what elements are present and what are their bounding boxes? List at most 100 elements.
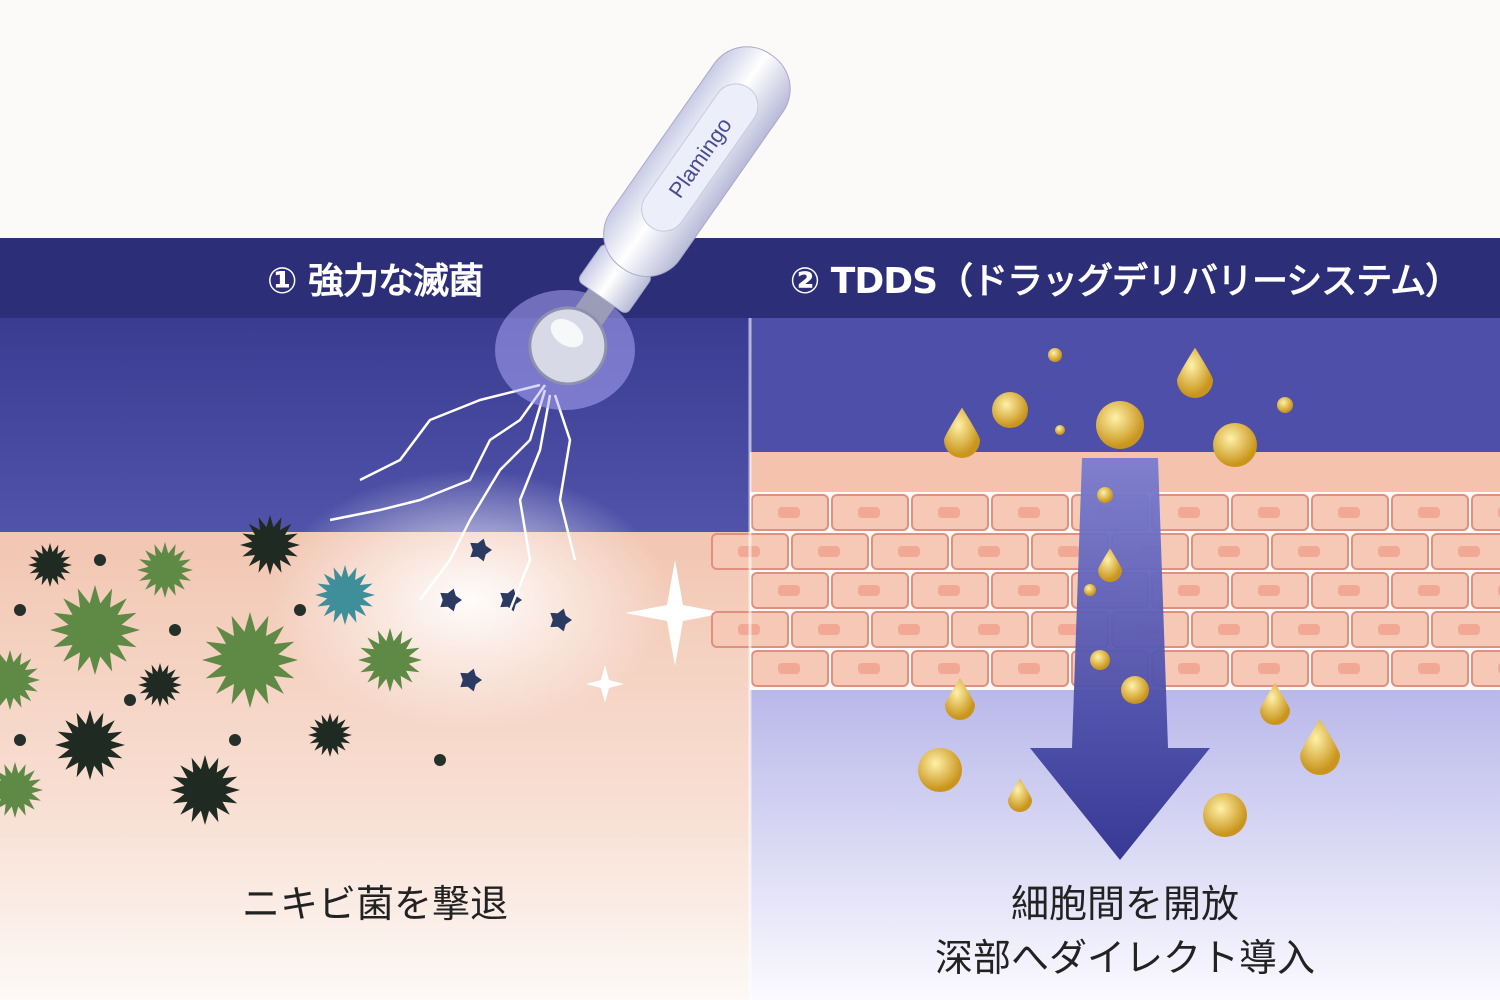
gold-serum-drop [1177,347,1213,398]
right-panel-caption-line2: 深部へダイレクト導入 [934,936,1315,980]
cell-nucleus [818,546,840,557]
cell-nucleus [778,663,800,674]
gold-serum-bubble [1097,487,1113,503]
cell-nucleus [1058,546,1080,557]
cell-nucleus [1298,624,1320,635]
cell-nucleus [1218,624,1240,635]
gold-serum-bubble [1048,348,1062,362]
cell-nucleus [1418,585,1440,596]
lightning-bolt [419,389,547,601]
bacteria-debris [14,604,26,616]
gold-serum-bubble [1084,584,1096,596]
cell-nucleus [1258,663,1280,674]
bacterium [315,565,375,625]
lightning-bolts [329,383,577,611]
cell-nucleus [1418,663,1440,674]
bacteria-debris [229,734,241,746]
gold-serum-bubble [1055,425,1065,435]
cell-nucleus [1458,546,1480,557]
skin-cell [1471,650,1500,687]
cell-nucleus [1258,507,1280,518]
bacterium [50,585,140,675]
lightning-bolt [359,383,541,482]
bacterium [0,650,40,710]
bacteria-debris [294,604,306,616]
gold-serum-bubble [1096,401,1144,449]
cell-nucleus [898,624,920,635]
cell-nucleus [858,585,880,596]
right-panel-caption-line1: 細胞間を開放 [1010,882,1239,926]
down-arrow [1030,458,1210,860]
gold-serum-bubble [918,748,962,792]
plamingo-device: Plamingo [495,46,791,410]
serum-drops [918,347,1340,837]
cell-nucleus [938,585,960,596]
cell-nucleus [1218,546,1240,557]
bacterium [308,713,352,757]
cell-nucleus [1298,546,1320,557]
bacterium [0,762,43,818]
gold-serum-drop [1098,548,1122,582]
gold-serum-drop [1300,719,1340,775]
gold-serum-drop [1008,778,1032,812]
cell-nucleus [858,663,880,674]
cell-nucleus [818,624,840,635]
cell-nucleus [898,546,920,557]
cell-nucleus [1378,624,1400,635]
bacteria-debris [124,694,136,706]
cell-nucleus [1258,585,1280,596]
gold-serum-bubble [1203,793,1247,837]
bacterium [170,755,240,825]
skin-cell [1471,494,1500,531]
cell-nucleus [1338,663,1360,674]
bacterium [138,663,182,707]
cell-nucleus [1338,507,1360,518]
bacterium [202,612,298,708]
skin-cell-layers [711,452,1500,687]
cell-nucleus [1178,507,1200,518]
bacteria-debris [14,734,26,746]
gold-serum-bubble [1213,423,1257,467]
cell-nucleus [938,663,960,674]
bacteria-fragment [500,588,522,612]
cell-nucleus [1178,663,1200,674]
gold-serum-drop [945,678,975,720]
cell-nucleus [938,507,960,518]
gold-serum-drop [1260,683,1290,725]
bacteria-debris [94,554,106,566]
cell-nucleus [1458,624,1480,635]
cell-nucleus [1058,624,1080,635]
left-panel-caption: ニキビ菌を撃退 [241,882,508,926]
header-band [0,238,1500,318]
lightning-bolt [508,394,552,611]
skin-cell [1471,572,1500,609]
cell-nucleus [1378,546,1400,557]
cell-nucleus [1018,663,1040,674]
cell-nucleus [1338,585,1360,596]
sparkle-icon [586,665,624,703]
cell-nucleus [858,507,880,518]
gold-serum-bubble [1121,676,1149,704]
left-panel-title: ① 強力な滅菌 [266,261,484,302]
cell-nucleus [1018,507,1040,518]
gold-serum-bubble [1090,650,1110,670]
bacterium [28,543,72,587]
cell-nucleus [778,585,800,596]
right-panel-title: ② TDDS（ドラッグデリバリーシステム） [789,261,1461,302]
bacteria-fragment [550,608,572,632]
cell-nucleus [1418,507,1440,518]
gold-serum-bubble [1277,397,1293,413]
lightning-bolt [553,394,577,561]
bacteria-fragment [470,538,492,562]
cell-nucleus [978,546,1000,557]
bacteria-fragment [440,588,462,612]
bacteria-debris [169,624,181,636]
cell-nucleus [978,624,1000,635]
bacterium [55,710,125,780]
cell-nucleus [1178,585,1200,596]
sparkle-icon [625,560,725,666]
lightning-bolt [329,384,547,522]
bacteria-group [0,515,572,825]
gold-serum-bubble [992,392,1028,428]
